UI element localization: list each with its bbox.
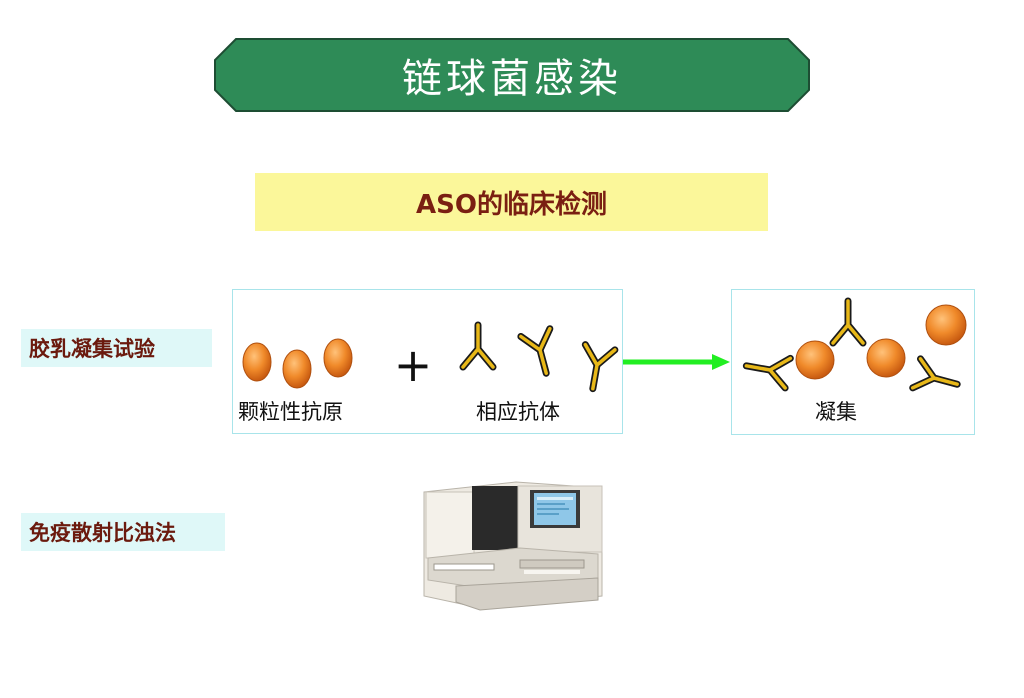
antibody-icon [578,345,615,392]
title-banner [214,38,810,112]
antibody-icon [913,359,961,399]
antigen-particle [282,349,312,389]
antigen-particle [795,340,835,380]
antigen-particle [242,342,272,382]
reaction-arrow-icon [623,354,730,370]
page-title: 链球菌感染 [402,56,622,102]
antigen-particle [323,338,353,378]
caption-antibody: 相应抗体 [476,400,560,424]
antigen-particle [866,338,906,378]
antigen-particle [925,304,967,346]
analyzer-instrument-image [423,481,603,611]
subtitle: ASO的临床检测 [255,173,768,231]
caption-agglutination: 凝集 [815,400,857,424]
method-label-immunoturbidimetry: 免疫散射比浊法 [21,513,225,551]
plus-sign: + [394,338,433,392]
antibody-icon [463,325,493,367]
antibody-icon [744,351,791,388]
antibody-icon [833,301,863,343]
caption-particulate-antigen: 颗粒性抗原 [238,400,343,424]
antibody-icon [521,329,561,377]
method-label-latex-agglutination: 胶乳凝集试验 [21,329,212,367]
